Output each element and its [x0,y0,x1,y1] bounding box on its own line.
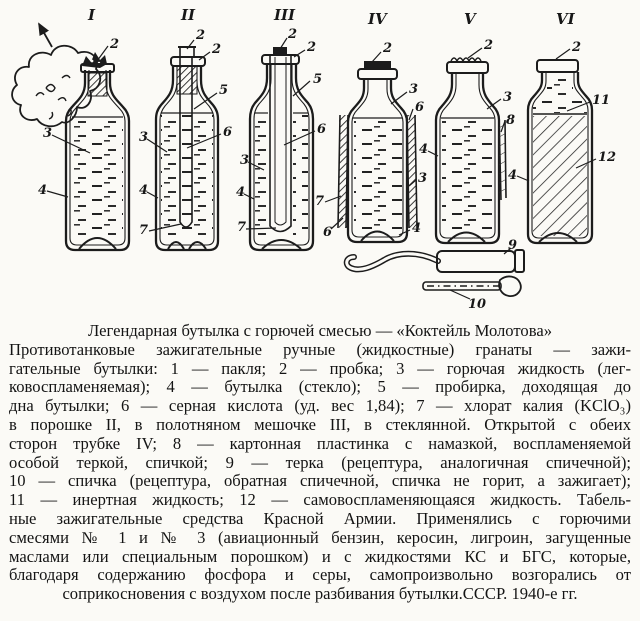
callout: 3 [503,90,512,105]
bottle-ii [154,46,220,252]
caption-line: особой теркой, спичкой; 9 — терка (рецеп… [9,452,631,472]
numeral-iii: III [273,6,296,24]
figure-labels: I II III IV V VI 2 3 4 2 2 5 6 3 4 7 2 2… [38,6,616,312]
callout: 6 [223,125,232,140]
numeral-i: I [87,6,96,24]
callout: 6 [323,225,332,240]
smoke-cloud [11,44,102,128]
callout: 5 [313,72,322,87]
caption-line: гательные бутылки: 1 — пакля; 2 — пробка… [9,358,631,378]
callout: 6 [317,122,326,137]
callout: 10 [468,297,486,312]
caption-line: дна бутылки; 6 — серная кислота (уд. вес… [9,396,631,416]
caption-title: Легендарная бутылка с горючей смесью — «… [87,321,552,340]
grater [343,249,525,273]
caption-line: смесями № 1 и № 3 (авиационный бензин, к… [9,527,631,547]
leader-lines [46,37,597,300]
caption-line: 10 — спичка (рецептура, обратная спичечн… [9,471,631,491]
bottle-vi [526,59,594,245]
figure-caption: Легендарная бутылка с горючей смесью — «… [0,321,640,604]
caption-line: в порошке II, в полотняном мешочке III, … [9,414,631,434]
callout: 6 [415,100,424,115]
bottle-v [434,57,507,245]
callout: 3 [240,153,249,168]
caption-line: Противотанковые зажигательные ручные (жи… [9,339,631,359]
callout: 3 [139,130,148,145]
numeral-iv: IV [367,10,388,28]
callout: 4 [139,183,148,198]
numeral-ii: II [180,6,196,24]
caption-line: благодаря содержанию фосфора и серы, сам… [9,565,631,585]
callout: 9 [508,238,517,253]
callout: 3 [43,126,52,141]
callout: 5 [219,83,228,98]
caption-line: маслами или специальным порошком) и с жи… [9,546,631,566]
callout: 4 [236,185,245,200]
callout: 2 [109,37,119,52]
callout: 12 [598,150,616,165]
numeral-vi: VI [556,10,576,28]
burning-tow [82,52,107,68]
callout: 8 [506,113,515,128]
caption-line: ные зажигательные средства Красной Армии… [9,508,631,528]
callout: 3 [409,82,418,97]
callout: 4 [508,168,517,183]
caption-line: ковоспламеняемая); 4 — бутылка (стекло);… [9,377,631,397]
callout: 2 [382,41,392,56]
flame-arrow [38,22,53,48]
callout: 2 [287,27,297,42]
callout: 2 [571,40,581,55]
callout: 11 [592,93,610,108]
callout: 4 [412,221,421,236]
callout: 2 [211,42,221,57]
numeral-v: V [464,10,477,28]
incendiary-bottles-figure: I II III IV V VI 2 3 4 2 2 5 6 3 4 7 2 2… [11,6,616,312]
callout: 4 [38,183,47,198]
caption-line: сторон трубке IV; 8 — картонная пластинк… [9,433,631,453]
bottle-iv [337,61,418,244]
callout: 7 [315,194,324,209]
callout: 2 [195,28,205,43]
callout: 2 [483,38,493,53]
callout: 4 [419,142,428,157]
bottle-iii [248,47,315,252]
callout: 2 [306,40,316,55]
callout: 3 [418,171,427,186]
callout: 7 [237,220,246,235]
caption-line: 11 — инертная жидкость; 12 — самовосплам… [9,490,631,510]
caption-line: соприкосновения с воздухом после разбива… [62,584,578,604]
bottle-i [11,22,131,252]
callout: 7 [139,223,148,238]
match [422,275,522,297]
